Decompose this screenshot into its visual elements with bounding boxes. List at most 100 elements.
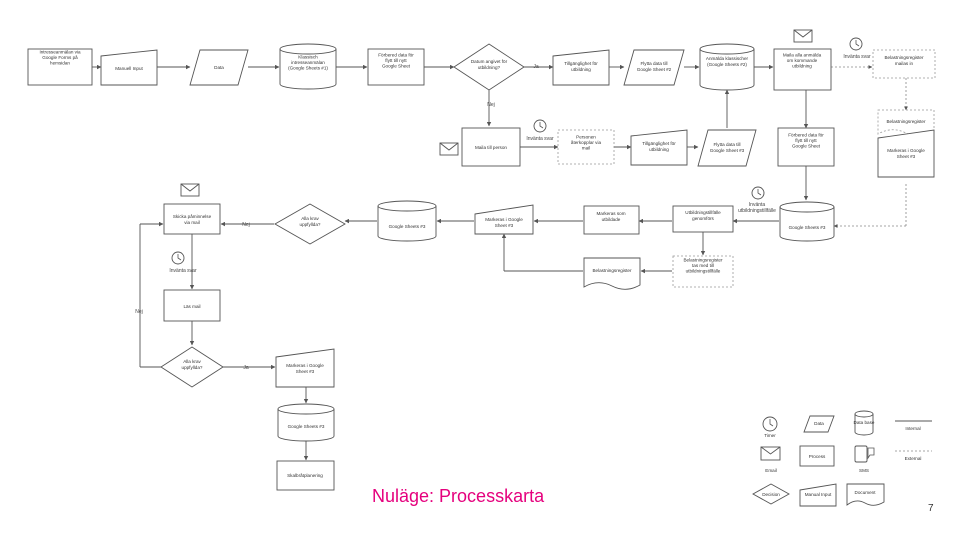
timer-icon	[171, 251, 185, 265]
node-label: Skalbråtplanering	[287, 472, 323, 478]
node-process: Skalbråtplanering	[276, 460, 335, 491]
edge-label-ja: Ja	[243, 365, 249, 371]
node-label: Belastningsregister	[886, 119, 926, 124]
legend-document-label: Document	[855, 490, 877, 495]
timer-icon	[849, 37, 863, 51]
legend-timer-icon	[762, 416, 778, 432]
node-label: Maila till person	[475, 145, 507, 150]
legend-database-shape	[854, 410, 874, 436]
node-process: Läs mail	[163, 289, 221, 322]
timer-icon	[751, 186, 765, 200]
sms-icon	[854, 445, 875, 463]
legend-sms-label: SMS	[859, 468, 869, 473]
timer-label: Invänta svar	[169, 268, 197, 274]
node-database: Google Sheets #3	[377, 200, 437, 242]
edge-label-nej: Nej	[487, 102, 495, 108]
timer-label: Invänta svar	[843, 54, 871, 60]
email-icon	[180, 183, 200, 197]
node-label: Manuell Input	[115, 66, 143, 71]
timer-icon	[533, 119, 547, 133]
node-database: Google Sheets #3	[277, 403, 335, 442]
node-manual-input: Manuell Input	[100, 49, 158, 86]
legend-decision-shape	[752, 483, 790, 505]
legend-manual-input-label: Manual Input	[805, 492, 832, 497]
node-database: Anmälda klassischer(Google Sheets #2)	[699, 43, 755, 91]
email-icon	[793, 29, 813, 43]
timer-label: Invänta svar	[526, 136, 554, 142]
legend: Timer Data Data base Internal Email Proc…	[752, 410, 932, 507]
legend-manual-input-shape	[799, 483, 837, 507]
legend-document-shape	[846, 483, 885, 506]
legend-timer-label: Timer	[764, 433, 776, 438]
legend-external-label: External	[905, 456, 922, 461]
legend-process-shape	[799, 445, 835, 467]
node-label: Läs mail	[183, 304, 200, 309]
legend-decision-label: Decision	[762, 492, 780, 497]
node-label: Data	[214, 65, 224, 70]
node-process: Maila till person	[461, 127, 521, 167]
slide-title: Nuläge: Processkarta	[372, 486, 545, 506]
node-label: Google Sheets #3	[288, 424, 325, 429]
node-label: Google Sheets #3	[789, 225, 826, 230]
legend-internal-label: Internal	[905, 426, 920, 431]
email-icon	[439, 142, 459, 156]
edge-label-ja: Ja	[533, 64, 539, 70]
page-number: 7	[928, 503, 934, 514]
legend-data-label: Data	[814, 421, 824, 426]
edge-label-nej: Nej	[135, 309, 143, 315]
connectors	[92, 64, 908, 461]
legend-email-icon	[760, 446, 781, 461]
legend-database-label: Data base	[854, 420, 875, 425]
node-database: Google Sheets #3	[779, 201, 835, 242]
node-label: Google Sheets #3	[389, 224, 426, 229]
legend-data-shape	[803, 415, 835, 433]
node-label: Belastningsregister	[592, 268, 632, 273]
edge-label-nej: Nej	[242, 222, 250, 228]
legend-email-label: Email	[765, 468, 777, 473]
node-label: Anmälda klassischer(Google Sheets #2)	[706, 56, 749, 67]
